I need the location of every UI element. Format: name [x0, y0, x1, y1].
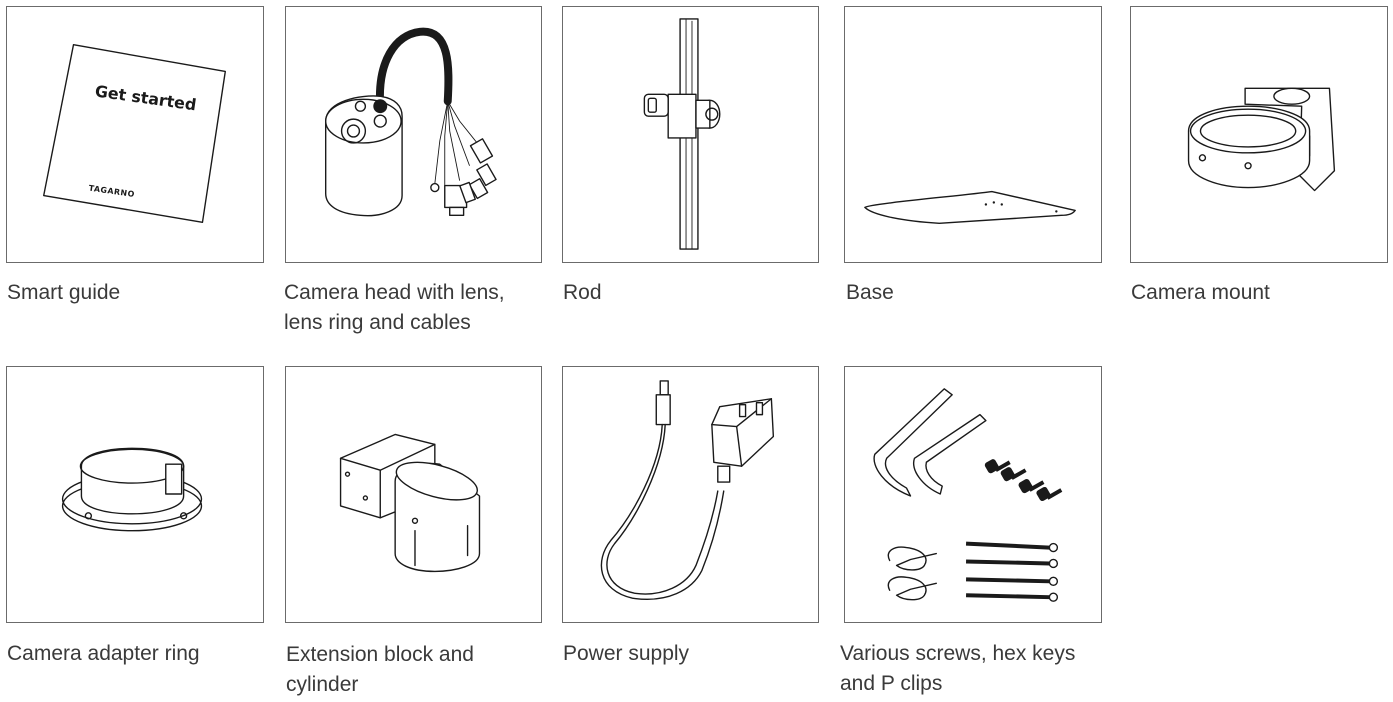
- tile-extension-block: [285, 366, 542, 623]
- caption-camera-head: Camera head with lens, lens ring and cab…: [284, 278, 505, 338]
- caption-line: Various screws, hex keys: [840, 642, 1076, 665]
- camera-mount-illustration: [1187, 87, 1336, 192]
- tile-camera-adapter-ring: [6, 366, 264, 623]
- caption-line: and P clips: [840, 672, 943, 695]
- tile-smart-guide: Get started TAGARNO: [6, 6, 264, 263]
- long-screw-group: [965, 541, 1059, 602]
- caption-line: cylinder: [286, 673, 359, 696]
- base-illustration: [864, 190, 1076, 224]
- caption-line: Power supply: [563, 642, 690, 665]
- caption-camera-mount: Camera mount: [1131, 278, 1270, 308]
- screw-group: [984, 459, 1063, 502]
- tile-base: [844, 6, 1102, 263]
- caption-line: Base: [846, 281, 894, 304]
- tile-camera-head: [285, 6, 542, 263]
- caption-line: Rod: [563, 281, 602, 304]
- tile-camera-mount: [1130, 6, 1388, 263]
- caption-camera-adapter-ring: Camera adapter ring: [7, 639, 200, 669]
- caption-power-supply: Power supply: [563, 639, 689, 669]
- tile-rod: [562, 6, 819, 263]
- tile-screws-hex-keys: [844, 366, 1102, 623]
- extension-block-illustration: [339, 433, 481, 573]
- caption-base: Base: [846, 278, 894, 308]
- caption-extension-block: Extension block and cylinder: [286, 640, 474, 700]
- caption-screws-hex-keys: Various screws, hex keys and P clips: [840, 639, 1075, 699]
- rod-illustration: [643, 18, 721, 250]
- smart-guide-illustration: Get started TAGARNO: [43, 44, 226, 224]
- caption-rod: Rod: [563, 278, 602, 308]
- caption-line: Extension block and: [286, 643, 474, 666]
- adapter-ring-illustration: [61, 447, 203, 532]
- screws-hex-keys-illustration: [873, 388, 1063, 602]
- caption-smart-guide: Smart guide: [7, 278, 120, 308]
- power-supply-illustration: [600, 380, 775, 600]
- caption-line: Camera adapter ring: [7, 642, 200, 665]
- caption-line: Camera mount: [1131, 281, 1270, 304]
- caption-line: Smart guide: [7, 281, 121, 304]
- tile-power-supply: [562, 366, 819, 623]
- caption-line: lens ring and cables: [284, 311, 471, 334]
- camera-head-illustration: [324, 27, 497, 217]
- caption-line: Camera head with lens,: [284, 281, 505, 304]
